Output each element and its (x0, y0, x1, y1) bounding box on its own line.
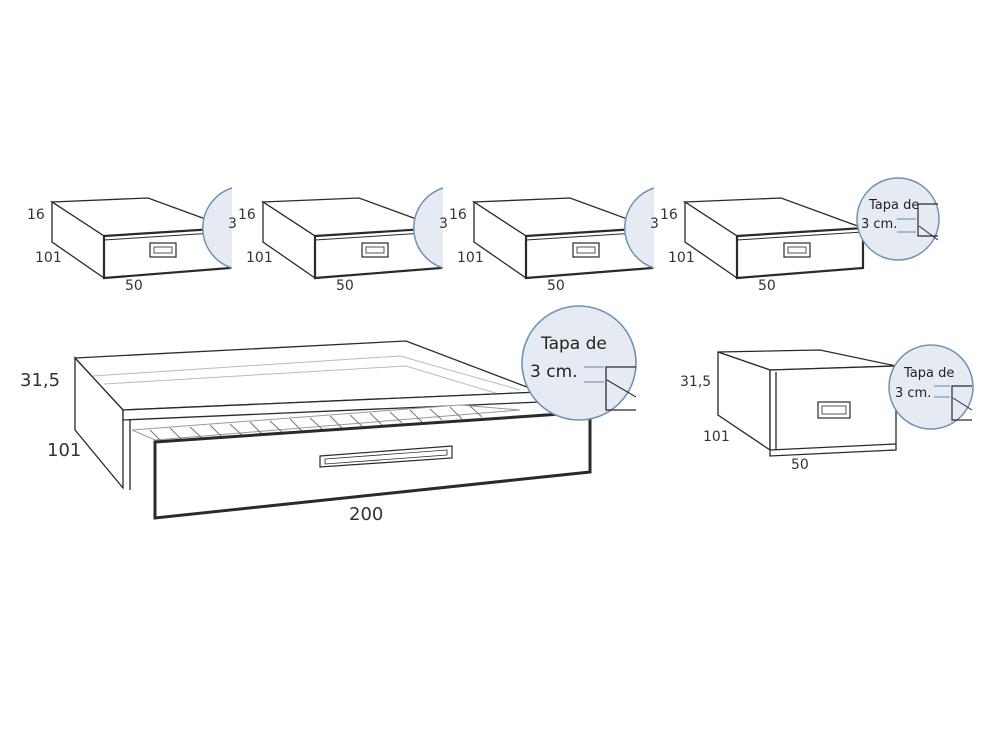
drawer-3-callout-text: 3 (650, 216, 659, 232)
callout-partial-1 (202, 187, 233, 269)
box-callout-line2: 3 cm. (895, 386, 932, 401)
drawer-1-height-label: 16 (27, 207, 45, 223)
drawer-1-width-label: 50 (125, 278, 143, 294)
box-unit (717, 349, 897, 457)
drawer-2-depth-label: 101 (246, 250, 273, 266)
drawer-3-depth-label: 101 (457, 250, 484, 266)
box-height-label: 31,5 (680, 374, 712, 390)
callout-partial-3 (624, 187, 655, 269)
bed-callout-line1: Tapa de (541, 334, 607, 354)
bed-unit (73, 340, 592, 520)
drawer-3-height-label: 16 (449, 207, 467, 223)
drawer-4-depth-label: 101 (668, 250, 695, 266)
drawer-1-depth-label: 101 (35, 250, 62, 266)
drawer-3-width-label: 50 (547, 278, 565, 294)
bed-depth-label: 101 (47, 440, 82, 461)
box-width-label: 50 (791, 457, 809, 473)
drawer-unit-1 (49, 197, 232, 280)
drawer-2-callout-text: 3 (439, 216, 448, 232)
drawer-2-height-label: 16 (238, 207, 256, 223)
box-callout-circle (888, 344, 974, 430)
drawer-2-width-label: 50 (336, 278, 354, 294)
bed-callout-circle (521, 305, 637, 421)
drawer-unit-3 (471, 197, 654, 280)
bed-callout-line2: 3 cm. (530, 362, 578, 382)
drawer-4-callout-line2: 3 cm. (861, 217, 898, 232)
callout-circle-4 (856, 177, 940, 261)
bed-height-label: 31,5 (20, 370, 61, 391)
bed-length-label: 200 (349, 504, 384, 525)
box-depth-label: 101 (703, 429, 730, 445)
callout-partial-2 (413, 187, 444, 269)
drawer-1-callout-text: 3 (228, 216, 237, 232)
drawer-4-width-label: 50 (758, 278, 776, 294)
drawer-4-callout-line1: Tapa de (869, 198, 920, 213)
box-callout-line1: Tapa de (904, 366, 955, 381)
drawer-unit-4 (682, 197, 865, 280)
drawer-4-height-label: 16 (660, 207, 678, 223)
